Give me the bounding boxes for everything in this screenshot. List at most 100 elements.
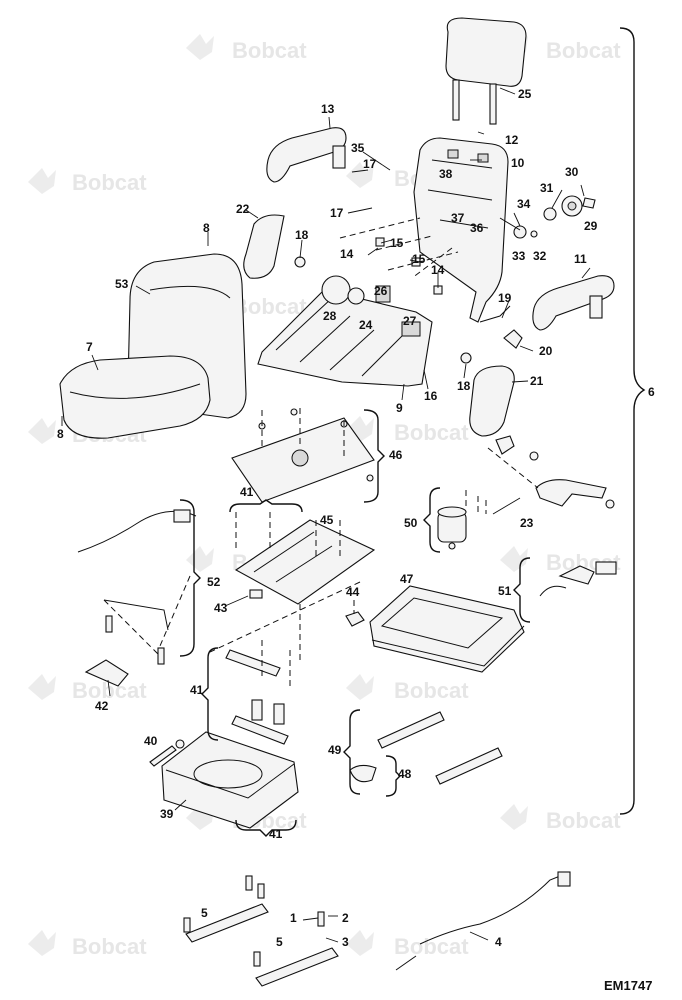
callout-39: 39: [160, 807, 174, 821]
callout-22: 22: [236, 202, 250, 216]
watermark-layer: Bobcat Bobcat Bobcat Bobcat Bobcat Bobca…: [28, 34, 621, 959]
callout-41a: 41: [240, 485, 254, 499]
callout-27: 27: [403, 314, 417, 328]
callout-12: 12: [505, 133, 519, 147]
callout-15a: 15: [390, 236, 404, 250]
callout-2: 2: [342, 911, 349, 925]
bobcat-logo-icon: [186, 546, 214, 572]
seat-cushion: [59, 355, 211, 439]
bobcat-logo-icon: [186, 804, 214, 830]
callout-18b: 18: [457, 379, 471, 393]
callout-15b: 15: [412, 252, 426, 266]
watermark-text: Bobcat: [394, 934, 469, 959]
callout-50: 50: [404, 516, 418, 530]
callout-labels: 1 2 3 4 5 5 6 7 8 8 9 10 11 12 13 14 14 …: [57, 87, 655, 949]
callout-25: 25: [518, 87, 532, 101]
recline-knob-assembly: [499, 195, 596, 239]
callout-16: 16: [424, 389, 438, 403]
backrest-frame: [413, 137, 509, 323]
callout-45: 45: [320, 513, 334, 527]
slide-rails: [349, 711, 503, 785]
air-compressor: [437, 490, 487, 550]
callout-41b: 41: [190, 683, 204, 697]
callout-51: 51: [498, 584, 512, 598]
assembly-guides: [159, 217, 459, 690]
right-armrest: [532, 275, 615, 331]
callout-14a: 14: [340, 247, 354, 261]
callout-24: 24: [359, 318, 373, 332]
right-side-cover: [469, 365, 515, 437]
callout-41c: 41: [269, 827, 283, 841]
valve-part: [345, 600, 365, 627]
bobcat-logo-icon: [500, 804, 528, 830]
left-armrest: [266, 127, 347, 183]
side-fasteners: [294, 237, 523, 364]
callout-7: 7: [86, 340, 93, 354]
suspension-base: [161, 731, 299, 829]
watermark-text: Bobcat: [394, 420, 469, 445]
callout-48: 48: [398, 767, 412, 781]
callout-20: 20: [539, 344, 553, 358]
callout-47: 47: [400, 572, 414, 586]
callout-8a: 8: [203, 221, 210, 235]
bracket: [84, 659, 129, 687]
left-side-cover: [243, 214, 285, 279]
callout-23: 23: [520, 516, 534, 530]
bobcat-logo-icon: [186, 34, 214, 60]
callout-6: 6: [648, 385, 655, 399]
callout-5b: 5: [276, 935, 283, 949]
callout-40: 40: [144, 734, 158, 748]
callout-32: 32: [533, 249, 547, 263]
callout-37: 37: [451, 211, 465, 225]
callout-42: 42: [95, 699, 109, 713]
callout-1: 1: [290, 911, 297, 925]
callout-35: 35: [351, 141, 365, 155]
seat-pan: [257, 275, 433, 387]
bobcat-logo-icon: [346, 930, 374, 956]
callout-10: 10: [511, 156, 525, 170]
wire-harness: [77, 509, 197, 665]
callout-44: 44: [346, 585, 360, 599]
callout-19: 19: [498, 291, 512, 305]
callout-31: 31: [540, 181, 554, 195]
callout-3: 3: [342, 935, 349, 949]
mounting-rail-lower: [253, 911, 339, 987]
callout-38: 38: [439, 167, 453, 181]
bobcat-logo-icon: [500, 546, 528, 572]
callout-30: 30: [565, 165, 579, 179]
figure-code: EM1747: [604, 978, 652, 993]
callout-52: 52: [207, 575, 221, 589]
watermark-text: Bobcat: [394, 678, 469, 703]
watermark-text: Bobcat: [72, 170, 147, 195]
watermark-text: Bobcat: [72, 934, 147, 959]
callout-29: 29: [584, 219, 598, 233]
callout-18a: 18: [295, 228, 309, 242]
watermark-text: Bobcat: [546, 808, 621, 833]
leader-lines: [61, 87, 591, 943]
suspension-links: [225, 649, 289, 745]
callout-33: 33: [512, 249, 526, 263]
shock-absorber: [149, 739, 185, 767]
callout-13: 13: [321, 102, 335, 116]
callout-8b: 8: [57, 427, 64, 441]
mounting-rail-upper: [183, 875, 269, 943]
callout-4: 4: [495, 935, 502, 949]
small-clip: [249, 589, 263, 599]
callout-26: 26: [374, 284, 388, 298]
headrest: [445, 17, 527, 125]
bobcat-logo-icon: [28, 674, 56, 700]
callout-9: 9: [396, 401, 403, 415]
callout-46: 46: [389, 448, 403, 462]
callout-49: 49: [328, 743, 342, 757]
lever-assembly: [487, 435, 615, 509]
callout-36: 36: [470, 221, 484, 235]
bobcat-logo-icon: [28, 418, 56, 444]
callout-17b: 17: [330, 206, 344, 220]
callout-11: 11: [574, 252, 587, 266]
cable-assembly: [395, 871, 571, 971]
callout-5a: 5: [201, 906, 208, 920]
bobcat-logo-icon: [346, 674, 374, 700]
callout-14b: 14: [431, 263, 445, 277]
bobcat-logo-icon: [28, 930, 56, 956]
